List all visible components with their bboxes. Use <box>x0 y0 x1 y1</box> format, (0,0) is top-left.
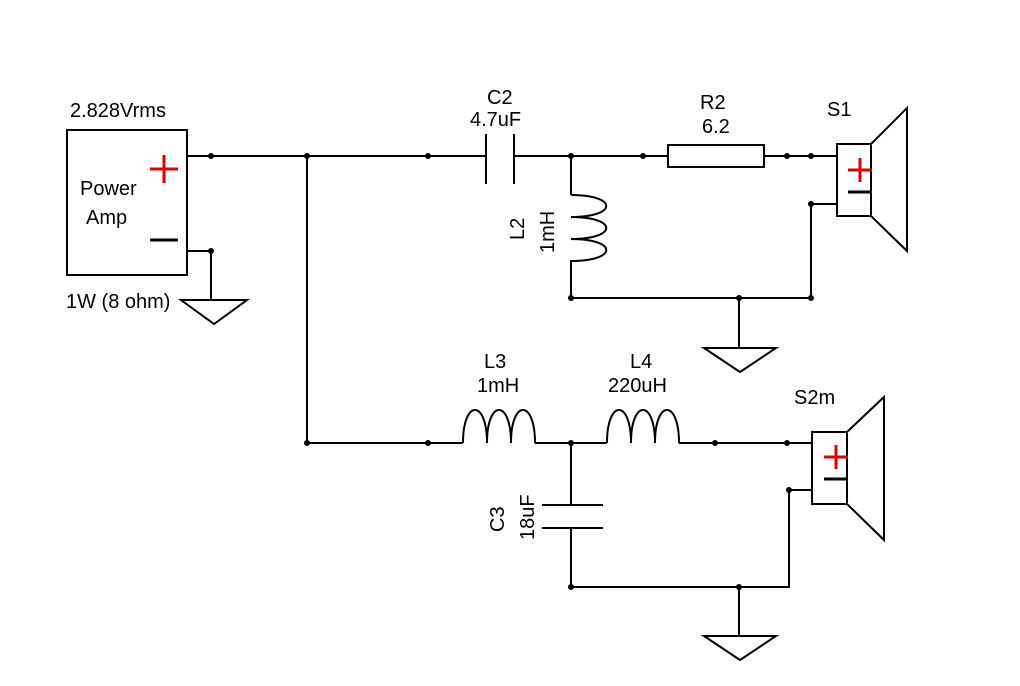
c3-ref-label: C3 <box>487 506 509 532</box>
s2-magnet <box>811 431 848 505</box>
junction-dot <box>736 295 742 301</box>
amp-name-line1: Power <box>80 178 137 200</box>
r2-value-label: 6.2 <box>702 116 730 138</box>
junction-dot <box>568 153 574 159</box>
junction-dot <box>736 584 742 590</box>
speaker-s1: S1 <box>827 99 908 254</box>
inductor-l2: L2 1mH <box>507 194 607 262</box>
ground-bottom-icon <box>700 635 780 662</box>
junction-dot <box>808 201 814 207</box>
capacitor-c3: C3 18uF <box>487 494 603 540</box>
junction-dot <box>808 153 814 159</box>
junction-dot <box>568 584 574 590</box>
s2-ref-label: S2m <box>794 387 835 409</box>
c2-ref-label: C2 <box>487 87 513 109</box>
junction-dot <box>784 153 790 159</box>
speaker-s2m: S2m <box>794 387 885 543</box>
l2-ref-label: L2 <box>507 218 529 240</box>
l2-value-label: 1mH <box>537 211 559 253</box>
junction-dots <box>208 153 814 590</box>
inductor-l4: L4 220uH <box>606 351 680 444</box>
junction-dot <box>640 153 646 159</box>
s1-ref-label: S1 <box>827 99 851 121</box>
l4-value-label: 220uH <box>608 375 667 397</box>
wires <box>187 155 837 636</box>
junction-dot <box>568 295 574 301</box>
source-voltage-label: 2.828Vrms <box>70 100 166 122</box>
l3-ref-label: L3 <box>484 351 506 373</box>
amp-name-line2: Amp <box>86 207 127 229</box>
source-rating-label: 1W (8 ohm) <box>66 291 170 313</box>
junction-dot <box>304 153 310 159</box>
wire-amp-neg <box>187 250 212 300</box>
junction-dot <box>425 440 431 446</box>
s1-cone <box>870 105 908 254</box>
l2-coil <box>570 194 607 262</box>
c2-value-label: 4.7uF <box>470 109 521 131</box>
inductor-l3: L3 1mH <box>462 351 536 444</box>
wire-c3-bottom <box>570 489 812 588</box>
l3-coil <box>462 409 536 444</box>
l3-value-label: 1mH <box>477 375 519 397</box>
s1-magnet <box>836 143 872 217</box>
power-amp: Power Amp 2.828Vrms 1W (8 ohm) <box>66 100 188 313</box>
s2-cone <box>846 394 885 543</box>
junction-dot <box>208 153 214 159</box>
junction-dot <box>808 295 814 301</box>
r2-body <box>667 144 765 168</box>
ground-amp-icon <box>177 299 251 326</box>
junction-dot <box>425 153 431 159</box>
junction-dot <box>208 248 214 254</box>
junction-dot <box>784 440 790 446</box>
capacitor-c2: C2 4.7uF <box>470 87 521 184</box>
l4-coil <box>606 409 680 444</box>
r2-ref-label: R2 <box>700 92 726 114</box>
ground-top-icon <box>700 347 780 374</box>
l4-ref-label: L4 <box>630 351 652 373</box>
junction-dot <box>568 440 574 446</box>
wire-l2-bottom <box>570 203 837 299</box>
c3-value-label: 18uF <box>517 494 539 540</box>
junction-dot <box>786 487 792 493</box>
junction-dot <box>304 440 310 446</box>
resistor-r2: R2 6.2 <box>667 92 765 168</box>
power-amp-box <box>66 129 188 276</box>
junction-dot <box>712 440 718 446</box>
